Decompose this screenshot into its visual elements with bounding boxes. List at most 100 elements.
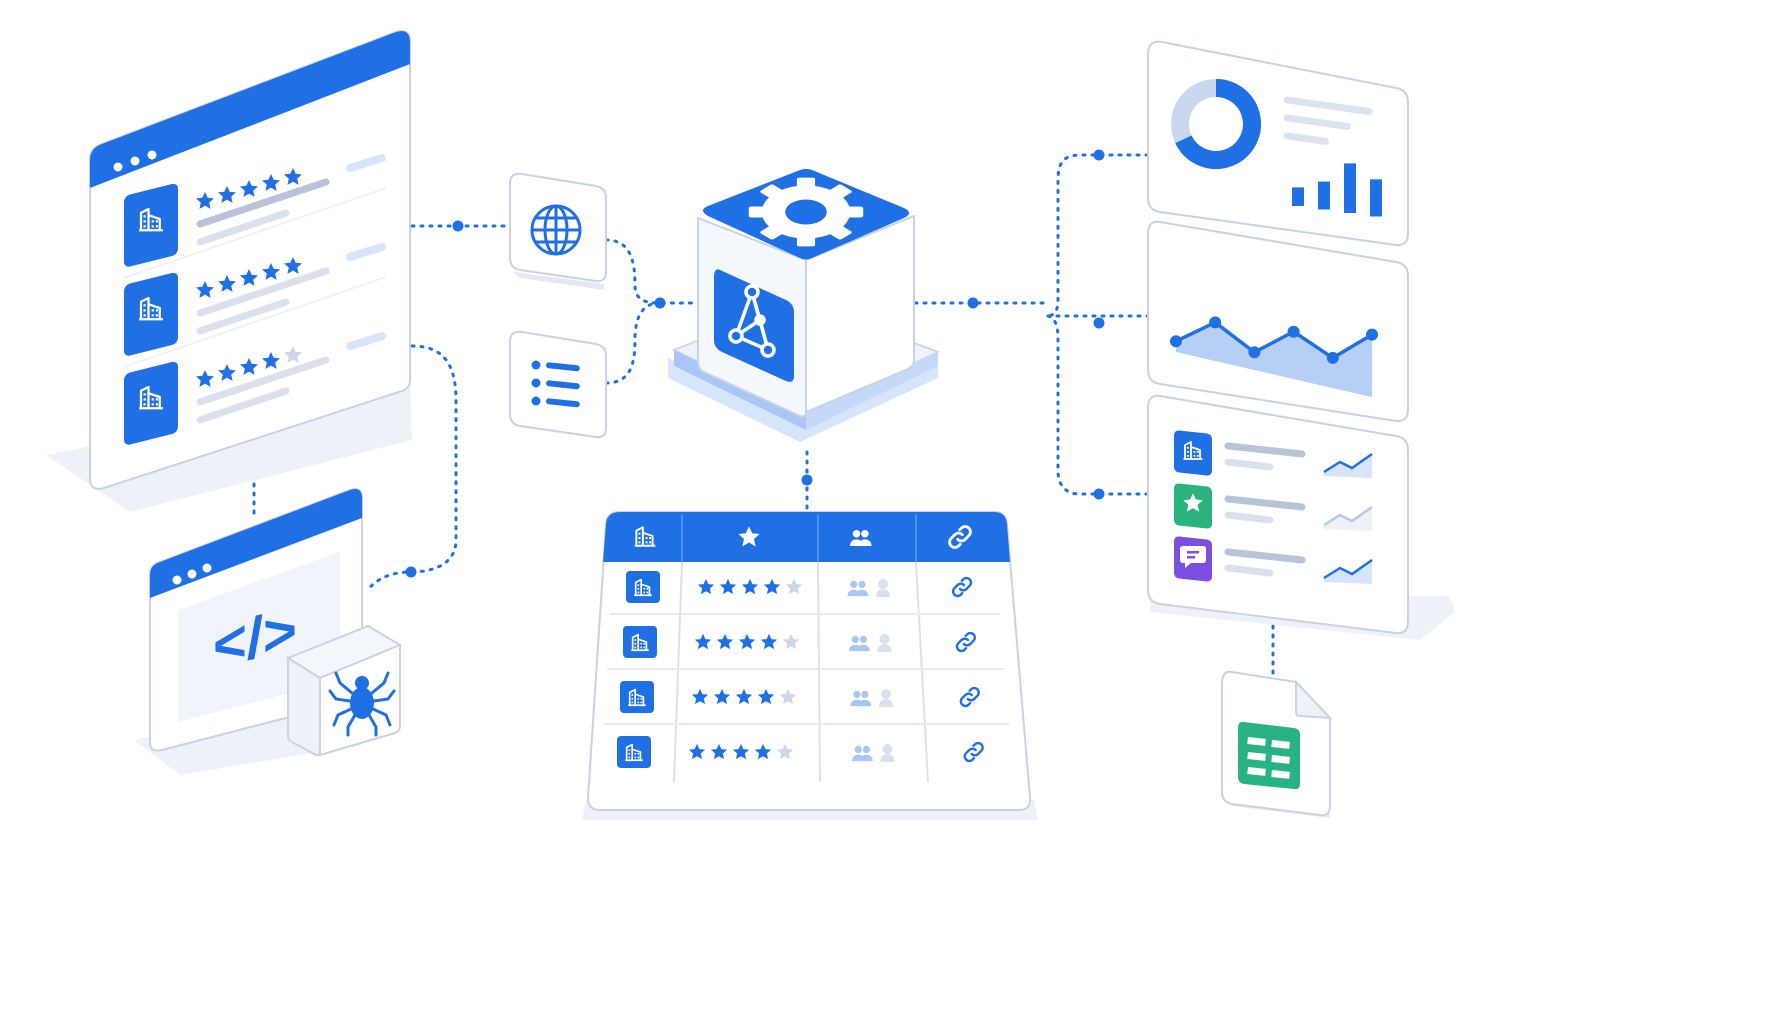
connector-listing-to-code [366,344,458,592]
processing-hub [668,169,941,442]
connector-node [405,566,417,578]
analytics-text-lines [1283,96,1373,145]
summary-row[interactable] [1174,536,1373,584]
building-tile [620,681,654,713]
building-tile [617,736,651,768]
network-tile [714,269,794,382]
connector-node [452,220,464,232]
list-icon [531,360,580,408]
chat-icon [1180,546,1206,568]
analytics-panel [1147,40,1409,247]
building-tile [124,361,178,445]
listing-window-titlebar [90,31,410,188]
line-point [1326,351,1339,364]
price-tag [346,243,386,261]
globe-icon [530,204,582,256]
summary-text-line [1224,564,1274,577]
review-text-lines [196,356,330,424]
table-rows [604,571,1009,768]
table-row[interactable] [617,736,984,768]
summary-rows [1174,430,1373,584]
scraper-code-window: </> [134,488,403,775]
hub-base-edge-right [806,352,938,430]
spider-cube [285,624,403,757]
bar [1292,187,1304,206]
review-text-lines [196,178,330,246]
building-tile [124,272,178,356]
connector-node [654,297,666,309]
line-point [1209,316,1222,329]
connector-branch-top [1046,153,1150,318]
sparkline [1323,558,1373,584]
results-table [582,511,1038,820]
connector-node [1093,317,1105,329]
bar-chart-icon [1292,163,1382,217]
listing-rows [123,154,387,446]
people-icon [850,689,893,707]
spreadsheet-file[interactable] [1221,670,1333,818]
connector-node [1093,488,1105,500]
summary-row[interactable] [1174,430,1373,478]
file-corner-fold [1295,679,1333,720]
bar [1344,163,1356,213]
connector-branch-bottom [1046,314,1150,496]
table-row[interactable] [607,626,1005,670]
hub-cube-side [805,214,915,414]
sparkline [1323,452,1373,478]
line-point [1170,335,1182,348]
globe-tile[interactable] [509,172,607,290]
listing-row[interactable] [123,243,387,368]
code-window-titlebar [150,489,362,598]
globe-tile-shadow [514,272,604,290]
building-tile [626,571,660,603]
spider-icon [328,671,396,737]
listing-row[interactable] [123,154,387,279]
spreadsheet-icon [1238,721,1300,790]
table-header [603,512,1010,562]
line-area [1176,322,1372,398]
table-row[interactable] [604,681,1009,725]
summary-text-line [1224,511,1274,524]
connector-nodes [405,149,1105,578]
window-dot [187,569,197,579]
people-icon [852,744,895,762]
building-tile [623,626,657,658]
summary-text-line [1224,548,1306,564]
window-dot [202,563,212,573]
line-series [1175,320,1373,360]
line-point [1287,325,1300,338]
summary-text-line [1224,458,1274,471]
table-column-dividers [673,561,929,783]
line-point [1248,346,1261,359]
gear-icon [748,177,864,247]
people-icon [847,579,890,597]
connector-node [967,297,979,309]
listing-row[interactable] [124,332,386,446]
row-divider [123,276,387,368]
window-dot [172,575,182,585]
window-dot [147,150,157,160]
bar [1318,181,1330,210]
summary-row[interactable] [1174,483,1373,531]
donut-chart-icon [1171,79,1261,169]
building-tile [124,183,178,267]
list-tile[interactable] [509,330,607,439]
sparkline [1323,505,1373,531]
connector-node [1093,149,1105,161]
line-point [1366,328,1378,341]
table-row[interactable] [610,571,1000,615]
network-icon [728,284,776,358]
line-chart [1170,316,1378,398]
bar [1370,179,1382,217]
price-tag [346,332,386,350]
window-dot [130,156,140,166]
trend-panel [1147,220,1409,423]
review-text-lines [196,267,330,335]
connector-list-to-hub [604,301,662,385]
row-divider [123,187,387,279]
price-tag [346,154,386,172]
summary-panel [1147,394,1409,635]
review-listing-window [46,30,412,512]
